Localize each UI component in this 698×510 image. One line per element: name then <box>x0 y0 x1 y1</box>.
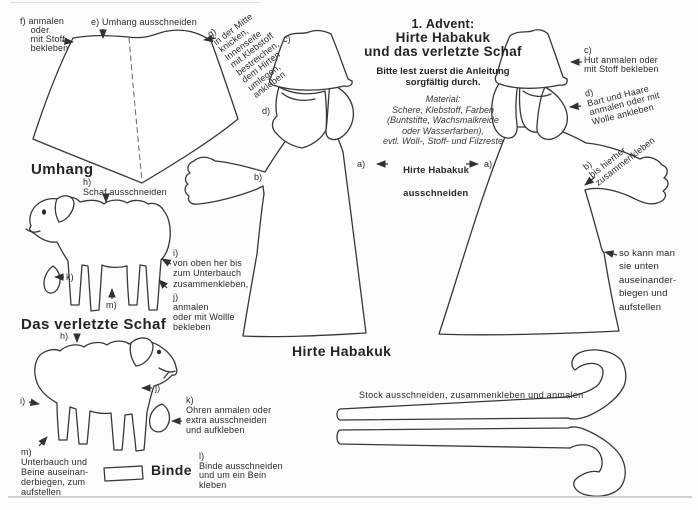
sheep-standing-label-k: k) <box>66 272 74 282</box>
arrow-i-standing-1 <box>161 259 172 267</box>
title-block: 1. Advent: Hirte Habakuk und das verletz… <box>352 17 534 147</box>
shepherd-left-beard <box>273 87 327 148</box>
shepherd-left-hat <box>270 31 353 91</box>
arrow-f <box>62 37 74 46</box>
binde-heading: Binde <box>151 462 192 478</box>
arrow-m-injured <box>38 436 48 446</box>
shepherd-left-cheek-line <box>282 93 315 100</box>
material-line3: oder Wasserfarben), <box>402 125 484 136</box>
center-cut-line1: Hirte Habakuk <box>403 164 470 176</box>
shepherd-left-label-d: d) <box>262 106 271 116</box>
arrow-b-right <box>584 177 595 186</box>
title-note1: Bitte lest zuerst die Anleitung <box>376 66 510 77</box>
cloak-outline <box>33 30 238 183</box>
shepherd-right-body <box>439 127 668 335</box>
sheep-standing-eye <box>42 209 46 215</box>
shepherd-right-hair <box>492 82 518 138</box>
sheep-injured-label-m: m) Unterbauch und Beine auseinan- derbie… <box>21 447 89 497</box>
cloak-label-f: f) anmalen oder mit Stoff bekleben <box>20 16 69 53</box>
sheep-injured-label-k: k) Ohren anmalen oder extra ausschneiden… <box>186 395 272 435</box>
shepherd-caption: Hirte Habakuk <box>292 343 392 359</box>
sheep-injured-label-l: l) Binde ausschneiden und um ein Bein kl… <box>199 451 283 490</box>
sheep-injured-mouth <box>159 368 175 378</box>
stock-caption: Stock ausschneiden, zusammenkleben und a… <box>359 390 584 400</box>
shepherd-right-beard <box>537 87 567 139</box>
arrow-g <box>203 34 216 43</box>
title-note2: sorgfältig durch. <box>405 76 481 88</box>
shepherd-left-label-c: c) <box>283 34 291 44</box>
sheep-injured-heading: Das verletzte Schaf <box>21 316 167 333</box>
center-cut-line2: ausschneiden <box>403 187 469 199</box>
shepherd-right-label-c: c) Hut anmalen oder mit Stoff bekleben <box>584 45 659 74</box>
sheep-standing-label-i: i) von oben her bis zum Unterbauch zusam… <box>173 248 249 289</box>
sheep-standing-mouth <box>26 229 40 232</box>
sheep-injured-ear <box>130 338 153 366</box>
shepherd-left-label-a: a) <box>357 159 366 169</box>
sheep-standing-label-j: j) anmalen oder mit Wollle bekleben <box>173 292 235 332</box>
cloak-label-e: e) Umhang ausschneiden <box>91 17 197 27</box>
stock-lower <box>337 427 625 496</box>
center-cut-text: Hirte Habakuk ausschneiden <box>392 153 469 211</box>
material-title: Material: <box>425 94 461 104</box>
shepherd-right-cheek-line <box>523 91 551 96</box>
material-line4: evtl. Woll-, Stoff- und Filzreste <box>382 136 504 146</box>
title-line1: Hirte Habakuk <box>395 30 491 45</box>
scan-line-bottom <box>8 496 692 498</box>
shepherd-left-body <box>185 116 366 337</box>
material-line1: Schere, Klebstoff, Farben <box>391 104 495 115</box>
stock-upper <box>337 350 626 420</box>
shepherd-right-stand-note: so kann man sie unten auseinander- biege… <box>619 248 677 313</box>
sheep-standing-ear-cutout <box>44 266 60 293</box>
sheep-standing-label-h: h) Schaf ausschneiden <box>83 177 167 197</box>
sheep-injured-label-h: h) <box>60 331 69 341</box>
sheep-standing-ear <box>55 196 74 222</box>
shepherd-right-hat <box>495 30 567 89</box>
shepherd-left-hair <box>326 84 353 140</box>
cloak-fold-line <box>129 38 142 181</box>
binde-shape <box>104 466 143 481</box>
shepherd-right-label-a: a) <box>484 159 493 169</box>
sheep-injured-label-i: i) <box>20 396 26 406</box>
material-line2: (Buntstifte, Wachsmalkreide <box>387 115 499 125</box>
shepherd-left-label-b: b) <box>254 172 263 182</box>
sheep-standing-outline <box>30 197 171 311</box>
scan-line-top <box>10 2 260 3</box>
arrow-d-right <box>569 102 581 111</box>
cloak-heading: Umhang <box>31 161 94 178</box>
sheep-standing-label-m: m) <box>106 300 117 310</box>
sheep-injured-eye <box>156 349 162 355</box>
title-line2: und das verletzte Schaf <box>364 44 522 59</box>
arrow-i-standing-2 <box>158 279 168 289</box>
arrow-stand-right <box>604 250 617 258</box>
sheep-injured-outline <box>35 341 177 451</box>
title-advent: 1. Advent: <box>411 17 475 31</box>
sheep-injured-ear-cutout <box>150 404 170 432</box>
arrow-i-injured <box>29 398 40 407</box>
sheep-injured-label-j: j) <box>155 383 161 393</box>
